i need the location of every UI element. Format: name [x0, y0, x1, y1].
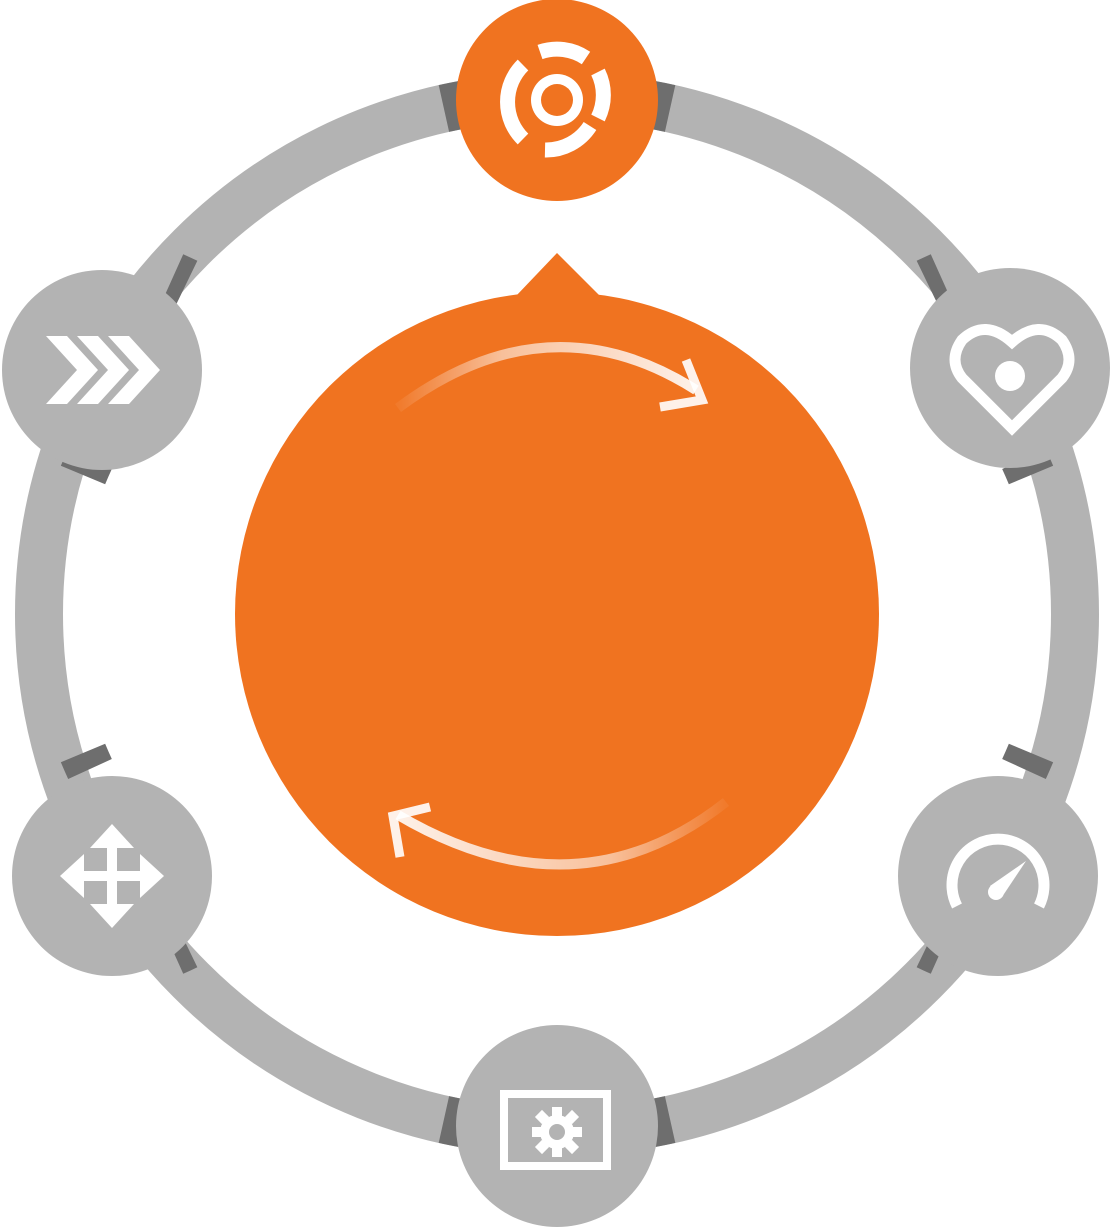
node-bottom[interactable]: [456, 1025, 658, 1227]
center-shape: [235, 253, 879, 936]
clockwise-bottom-arrow: [395, 798, 730, 870]
fast-forward-chevrons-icon: [46, 336, 160, 404]
center-arrows: [387, 342, 730, 870]
refresh-cycle-icon: [500, 41, 611, 158]
node-lower-right[interactable]: [898, 776, 1098, 976]
top-arrowhead: [659, 358, 709, 412]
node-lower-left[interactable]: [12, 776, 212, 976]
node-upper-right[interactable]: [910, 268, 1110, 468]
move-arrows-icon: [60, 824, 164, 928]
clockwise-top-arrow: [395, 342, 699, 413]
settings-window-icon: [500, 1090, 611, 1170]
speedometer-icon: [946, 833, 1050, 909]
node-top[interactable]: [456, 0, 658, 201]
heart-icon: [949, 324, 1075, 436]
node-upper-left[interactable]: [2, 270, 202, 470]
bottom-arrowhead: [387, 802, 432, 858]
